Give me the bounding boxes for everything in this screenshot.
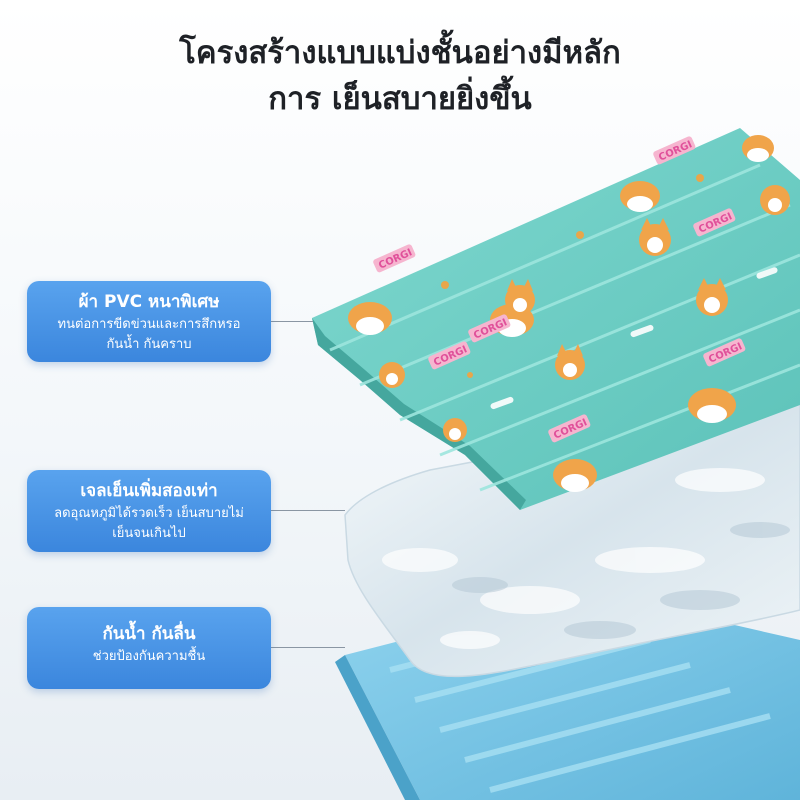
callout-desc-2: เย็นจนเกินไป bbox=[112, 526, 186, 541]
headline-line-2: การ เย็นสบายยิ่งขึ้น bbox=[268, 81, 532, 117]
top-fabric-layer: CORGI CORGI CORGI CORGI CORGI CORGI CORG… bbox=[312, 128, 800, 510]
callout-title: กันน้ำ กันลื่น bbox=[102, 624, 196, 644]
gel-layer bbox=[344, 399, 800, 678]
callout-title: ผ้า PVC หนาพิเศษ bbox=[78, 292, 220, 312]
leader-line-fabric bbox=[271, 321, 313, 322]
corgi-print bbox=[348, 135, 790, 492]
headline-line-1: โครงสร้างแบบแบ่งชั้นอย่างมีหลัก bbox=[179, 35, 621, 71]
callout-pvc-fabric: ผ้า PVC หนาพิเศษ ทนต่อการขีดข่วนและการสึ… bbox=[27, 281, 271, 362]
callout-anti-slip: กันน้ำ กันลื่น ช่วยป้องกันความชื้น bbox=[27, 607, 271, 689]
callout-desc-2: กันน้ำ กันคราบ bbox=[106, 337, 192, 352]
callout-cooling-gel: เจลเย็นเพิ่มสองเท่า ลดอุณหภูมิได้รวดเร็ว… bbox=[27, 470, 271, 552]
leader-line-gel bbox=[271, 510, 345, 511]
leader-line-base bbox=[271, 647, 345, 648]
callout-desc-1: ทนต่อการขีดข่วนและการสึกหรอ bbox=[57, 317, 241, 332]
callout-title: เจลเย็นเพิ่มสองเท่า bbox=[80, 481, 218, 501]
headline: โครงสร้างแบบแบ่งชั้นอย่างมีหลัก การ เย็น… bbox=[0, 30, 800, 122]
callout-desc-1: ลดอุณหภูมิได้รวดเร็ว เย็นสบายไม่ bbox=[54, 506, 244, 521]
callout-desc-1: ช่วยป้องกันความชื้น bbox=[92, 649, 206, 664]
